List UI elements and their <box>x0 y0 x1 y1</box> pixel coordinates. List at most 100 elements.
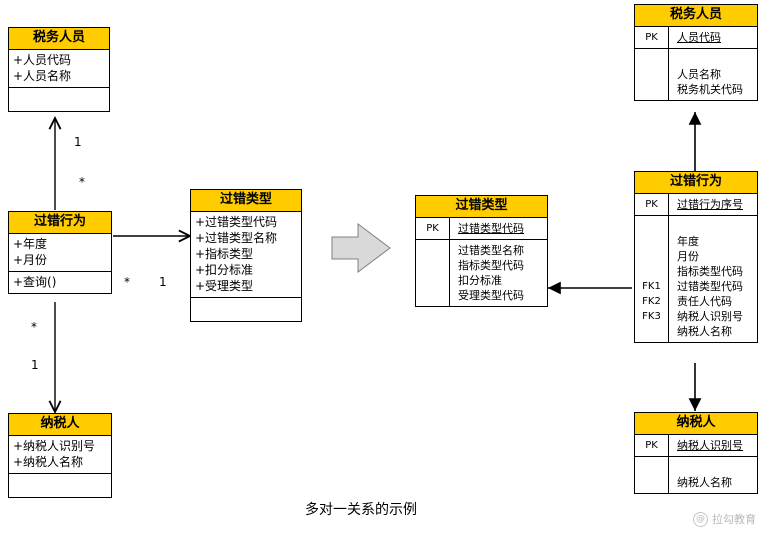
uml-attribute: +纳税人名称 <box>13 455 84 469</box>
uml-attribute: +扣分标准 <box>195 263 254 277</box>
erd-key-label: PK <box>635 194 669 215</box>
erd-field: 指标类型代码 <box>677 265 743 278</box>
uml-operations <box>9 88 109 111</box>
uml-class-tax-officer[interactable]: 税务人员 +人员代码 +人员名称 <box>8 27 110 112</box>
erd-fk-label: FK3 <box>642 311 661 322</box>
uml-class-taxpayer[interactable]: 纳税人 +纳税人识别号 +纳税人名称 <box>8 413 112 498</box>
uml-operations <box>9 474 111 497</box>
erd-key-label: PK <box>635 435 669 456</box>
erd-fields: 人员名称 税务机关代码 <box>669 49 757 100</box>
erd-key-fields: 过错行为序号 <box>669 194 757 215</box>
erd-key-field: 过错类型代码 <box>458 222 524 235</box>
erd-table-tax-officer[interactable]: 税务人员 PK 人员代码 人员名称 税务机关代码 <box>634 4 758 101</box>
erd-field: 人员名称 <box>677 68 721 81</box>
uml-attributes: +人员代码 +人员名称 <box>9 50 109 88</box>
erd-field: 纳税人名称 <box>677 476 732 489</box>
erd-field: 过错类型代码 <box>677 280 743 293</box>
erd-table-title: 过错行为 <box>635 172 757 194</box>
watermark-text: 拉勾教育 <box>712 513 756 526</box>
erd-fields: 纳税人名称 <box>669 457 757 493</box>
erd-fk-labels <box>635 49 669 100</box>
erd-field-section: FK1 FK2 FK3 年度 月份 指标类型代码 过错类型代码 责任人代码 纳税… <box>635 216 757 342</box>
erd-field: 受理类型代码 <box>458 289 524 302</box>
uml-attributes: +年度 +月份 <box>9 234 111 272</box>
erd-field: 纳税人名称 <box>677 325 732 338</box>
uml-operation: +查询() <box>13 275 57 289</box>
erd-fk-label <box>416 288 449 303</box>
erd-key-label: PK <box>416 218 450 239</box>
watermark-at-icon: @ <box>693 511 708 527</box>
uml-class-title: 过错行为 <box>9 212 111 234</box>
erd-field: 月份 <box>677 250 699 263</box>
uml-class-title: 纳税人 <box>9 414 111 436</box>
uml-attribute: +过错类型名称 <box>195 231 278 245</box>
erd-field: 税务机关代码 <box>677 83 743 96</box>
uml-class-title: 过错类型 <box>191 190 301 212</box>
erd-field-blank <box>677 460 757 475</box>
erd-fk-labels: FK1 FK2 FK3 <box>635 216 669 342</box>
erd-field-section: 人员名称 税务机关代码 <box>635 49 757 100</box>
erd-fk-labels <box>416 240 450 306</box>
erd-field: 纳税人识别号 <box>677 310 743 323</box>
uml-attribute: +指标类型 <box>195 247 254 261</box>
erd-field-section: 纳税人名称 <box>635 457 757 493</box>
uml-attribute: +过错类型代码 <box>195 215 278 229</box>
uml-class-fault-type[interactable]: 过错类型 +过错类型代码 +过错类型名称 +指标类型 +扣分标准 +受理类型 <box>190 189 302 322</box>
erd-field-blank <box>677 219 757 234</box>
erd-table-fault-type[interactable]: 过错类型 PK 过错类型代码 过错类型名称 指标类型代码 扣分标准 受理类型代码 <box>415 195 548 307</box>
erd-fk-label <box>416 243 449 258</box>
erd-key-fields: 过错类型代码 <box>450 218 547 239</box>
multiplicity-officer-top: 1 <box>74 135 82 149</box>
erd-key-label: PK <box>635 27 669 48</box>
erd-table-fault-behavior[interactable]: 过错行为 PK 过错行为序号 FK1 FK2 FK3 年度 月份 <box>634 171 758 343</box>
erd-field-section: 过错类型名称 指标类型代码 扣分标准 受理类型代码 <box>416 240 547 306</box>
uml-class-title: 税务人员 <box>9 28 109 50</box>
diagram-caption: 多对一关系的示例 <box>305 502 417 518</box>
erd-field: 扣分标准 <box>458 274 502 287</box>
watermark: @ 拉勾教育 <box>693 511 756 527</box>
erd-fields: 过错类型名称 指标类型代码 扣分标准 受理类型代码 <box>450 240 547 306</box>
erd-table-title: 税务人员 <box>635 5 757 27</box>
uml-attribute: +月份 <box>13 253 48 267</box>
erd-key-section: PK 人员代码 <box>635 27 757 49</box>
erd-field: 年度 <box>677 235 699 248</box>
erd-field-blank <box>677 52 757 67</box>
erd-field: 指标类型代码 <box>458 259 524 272</box>
erd-key-field: 人员代码 <box>677 31 721 44</box>
erd-table-title: 过错类型 <box>416 196 547 218</box>
erd-fk-label <box>635 475 668 490</box>
uml-attribute: +年度 <box>13 237 48 251</box>
uml-attribute: +受理类型 <box>195 279 254 293</box>
erd-fk-label-blank <box>635 219 668 234</box>
uml-operations: +查询() <box>9 272 111 293</box>
multiplicity-taxpayer-star: * <box>31 320 37 334</box>
uml-attribute: +纳税人识别号 <box>13 439 96 453</box>
uml-class-fault-behavior[interactable]: 过错行为 +年度 +月份 +查询() <box>8 211 112 294</box>
multiplicity-taxpayer-one: 1 <box>31 358 39 372</box>
erd-fk-labels <box>635 457 669 493</box>
erd-fk-label-blank <box>635 52 668 67</box>
erd-fk-label <box>635 234 668 249</box>
erd-table-title: 纳税人 <box>635 413 757 435</box>
erd-fk-label <box>416 273 449 288</box>
erd-fk-label <box>635 249 668 264</box>
erd-table-taxpayer[interactable]: 纳税人 PK 纳税人识别号 纳税人名称 <box>634 412 758 494</box>
erd-fk-label-blank <box>635 460 668 475</box>
erd-field: 过错类型名称 <box>458 244 524 257</box>
erd-key-section: PK 过错类型代码 <box>416 218 547 240</box>
erd-fk-label <box>635 67 668 82</box>
multiplicity-faulttype-star: * <box>124 275 130 289</box>
erd-fk-label: FK1 <box>642 281 661 292</box>
erd-key-field: 纳税人识别号 <box>677 439 743 452</box>
erd-key-section: PK 过错行为序号 <box>635 194 757 216</box>
erd-fk-label <box>635 82 668 97</box>
erd-fk-label <box>635 264 668 279</box>
erd-fk-label <box>635 324 668 339</box>
multiplicity-officer-bottom: * <box>79 175 85 189</box>
uml-operations <box>191 298 301 321</box>
uml-attribute: +人员名称 <box>13 69 72 83</box>
uml-attribute: +人员代码 <box>13 53 72 67</box>
erd-fk-label: FK2 <box>642 296 661 307</box>
erd-fk-label <box>416 258 449 273</box>
uml-attributes: +纳税人识别号 +纳税人名称 <box>9 436 111 474</box>
